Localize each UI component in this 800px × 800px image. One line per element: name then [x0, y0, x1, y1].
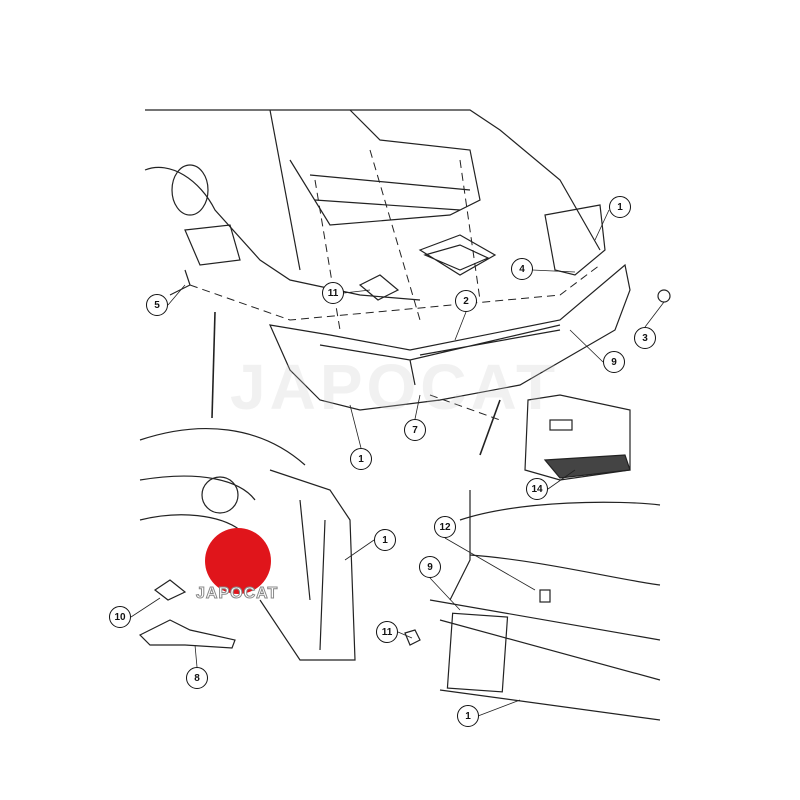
callout-1: 1: [457, 705, 479, 727]
callout-8: 8: [186, 667, 208, 689]
callout-1: 1: [350, 448, 372, 470]
vehicle-rear-body: [144, 109, 601, 301]
japocat-logo-text: JAPOCAT: [195, 585, 279, 603]
callout-11: 11: [322, 282, 344, 304]
callout-10: 10: [109, 606, 131, 628]
callout-12: 12: [434, 516, 456, 538]
rear-bumper-view: [404, 490, 661, 721]
callout-7: 7: [404, 419, 426, 441]
callout-1: 1: [609, 196, 631, 218]
callout-4: 4: [511, 258, 533, 280]
leader-lines: [130, 209, 665, 717]
callout-2: 2: [455, 290, 477, 312]
watermark-text: JAPOCAT: [230, 351, 560, 423]
left-detail-inset: [138, 427, 356, 661]
callout-9: 9: [419, 556, 441, 578]
callout-14: 14: [526, 478, 548, 500]
assembly-lines: [189, 149, 601, 421]
japocat-logo: [205, 528, 271, 594]
bumper-fascia: [268, 204, 671, 411]
callout-11: 11: [376, 621, 398, 643]
callout-3: 3: [634, 327, 656, 349]
callout-5: 5: [146, 294, 168, 316]
callout-1: 1: [374, 529, 396, 551]
step-pad-detail: [524, 394, 631, 481]
callout-9: 9: [603, 351, 625, 373]
